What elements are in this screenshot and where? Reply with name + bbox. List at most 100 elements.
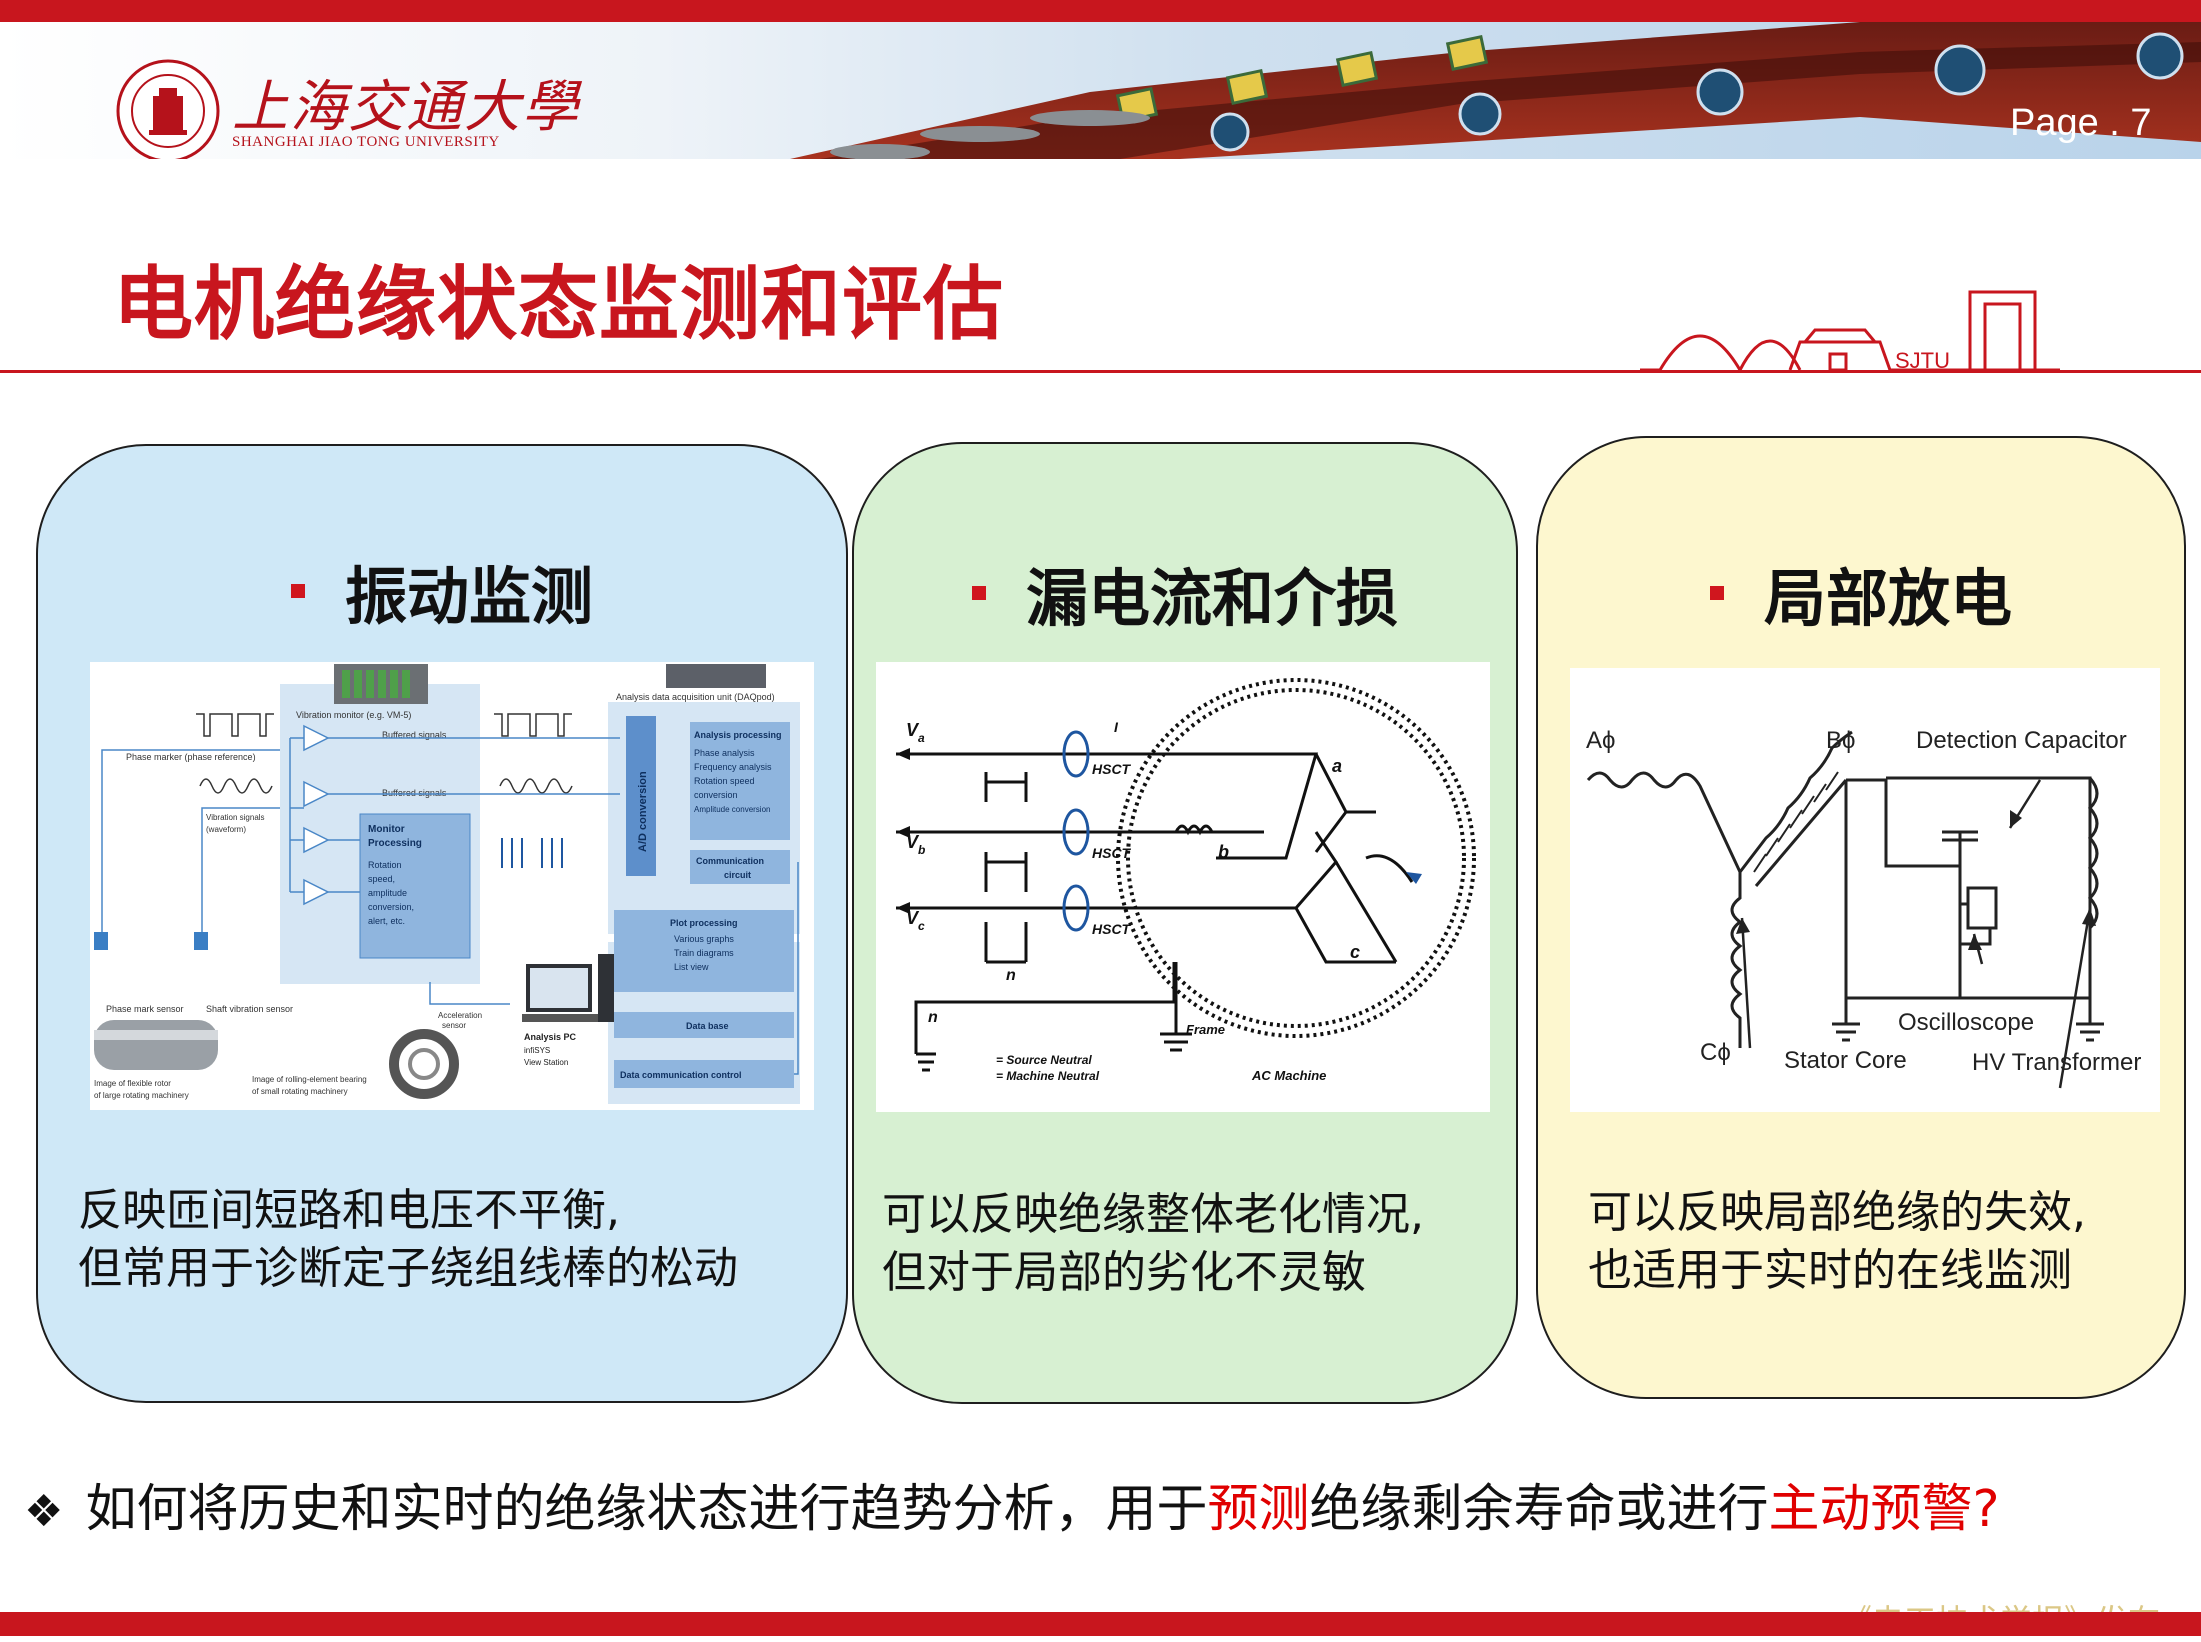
panel-description: 可以反映绝缘整体老化情况, 但对于局部的劣化不灵敏	[882, 1186, 1424, 1302]
label-conversion: conversion,	[368, 902, 414, 912]
label-hsct-c: HSCT	[1092, 921, 1132, 937]
slide-title: 电机绝缘状态监测和评估	[113, 258, 1004, 351]
question-text-1: 如何将历史和实时的绝缘状态进行趋势分析，用于	[85, 1480, 1208, 1539]
label-frame: Frame	[1186, 1022, 1225, 1037]
label-buffered-signals-2: Buffered signals	[382, 788, 447, 798]
label-communication: Communication	[696, 856, 764, 866]
diamond-bullet-icon: ❖	[24, 1486, 64, 1537]
label-various-graphs: Various graphs	[674, 934, 734, 944]
question-text-2: 绝缘剩余寿命或进行	[1309, 1480, 1769, 1539]
label-phase-analysis: Phase analysis	[694, 748, 755, 758]
leakage-current-diagram: V a V b V c HSCT HSCT HSCT I a b c n n F…	[876, 662, 1490, 1112]
label-ac-machine: AC Machine	[1251, 1068, 1326, 1083]
partial-discharge-diagram: Aϕ Bϕ Cϕ Detection Capacitor Oscilloscop…	[1570, 668, 2160, 1112]
label-processing: Processing	[368, 838, 422, 849]
panel-heading-text: 漏电流和介损	[1025, 562, 1398, 635]
university-name-cn: 上海交通大學	[232, 75, 580, 140]
label-vc-sub: c	[918, 919, 925, 933]
panel-heading-text: 振动监测	[344, 560, 593, 633]
label-source-neutral: = Source Neutral	[996, 1053, 1092, 1067]
label-vibration-signals: Vibration signals	[206, 813, 265, 822]
panel-heading-text: 局部放电	[1763, 562, 2012, 635]
key-question: ❖ 如何将历史和实时的绝缘状态进行趋势分析，用于预测绝缘剩余寿命或进行主动预警?	[24, 1467, 2000, 1541]
panel-description-line2: 也适用于实时的在线监测	[1588, 1245, 2072, 1296]
label-va-sub: a	[918, 731, 925, 745]
label-daq: Analysis data acquisition unit (DAQpod)	[616, 692, 775, 702]
label-vb: V	[906, 832, 920, 852]
label-b-phi: Bϕ	[1826, 727, 1855, 754]
panel-description-line1: 可以反映局部绝缘的失效,	[1588, 1187, 2086, 1238]
label-bearing-2: of small rotating machinery	[252, 1087, 348, 1096]
label-buffered-signals-1: Buffered signals	[382, 730, 447, 740]
panel-heading: 局部放电	[1538, 548, 2184, 638]
panel-description-line1: 可以反映绝缘整体老化情况,	[882, 1189, 1424, 1240]
label-phase-marker: Phase marker (phase reference)	[126, 752, 256, 762]
label-rotor-2: of large rotating machinery	[94, 1091, 189, 1100]
label-speed: speed,	[368, 874, 395, 884]
bullet-square-icon	[290, 583, 305, 598]
label-database: Data base	[686, 1021, 729, 1031]
page-number: Page . 7	[2010, 102, 2152, 144]
title-divider	[0, 370, 2201, 373]
label-c-phi: Cϕ	[1700, 1039, 1731, 1066]
label-rotation-speed: Rotation speed	[694, 776, 755, 786]
label-hsct-b: HSCT	[1092, 845, 1132, 861]
label-detection-capacitor: Detection Capacitor	[1916, 727, 2127, 754]
label-circuit: circuit	[724, 870, 751, 880]
label-current: I	[1114, 719, 1119, 735]
sjtu-skyline-logo: SJTU	[1640, 290, 2060, 374]
label-phase-mark-sensor: Phase mark sensor	[106, 1004, 184, 1014]
top-red-bar	[0, 0, 2201, 22]
panel-vibration-monitoring: 振动监测 Vibration monitor (e.g. VM-5) Analy…	[36, 444, 848, 1403]
bullet-square-icon	[1709, 585, 1724, 600]
question-mark: ?	[1972, 1480, 2000, 1539]
label-sensor: sensor	[442, 1021, 466, 1030]
label-amplitude-conversion: Amplitude conversion	[694, 805, 770, 814]
label-stator-core: Stator Core	[1784, 1047, 1907, 1074]
university-seal-logo	[116, 59, 220, 159]
label-monitor: Monitor	[368, 824, 405, 835]
university-name-en: SHANGHAI JIAO TONG UNIVERSITY	[232, 134, 500, 150]
header-banner: 上海交通大學 SHANGHAI JIAO TONG UNIVERSITY Pag…	[0, 22, 2201, 159]
label-acceleration: Acceleration	[438, 1011, 482, 1020]
roof-eaves-image	[790, 22, 2201, 159]
label-alert: alert, etc.	[368, 916, 405, 926]
pd-diagram-svg: Aϕ Bϕ Cϕ Detection Capacitor Oscilloscop…	[1570, 668, 2160, 1112]
label-train-diagrams: Train diagrams	[674, 948, 734, 958]
label-shaft-vibration-sensor: Shaft vibration sensor	[206, 1004, 293, 1014]
label-list-view: List view	[674, 962, 709, 972]
footer-red-bar	[0, 1612, 2201, 1636]
label-rotation: Rotation	[368, 860, 402, 870]
label-ad-conversion: A/D conversion	[637, 771, 649, 852]
label-waveform: (waveform)	[206, 825, 246, 834]
panel-heading: 漏电流和介损	[854, 548, 1516, 638]
label-hv-transformer: HV Transformer	[1972, 1049, 2141, 1076]
leakage-diagram-svg: V a V b V c HSCT HSCT HSCT I a b c n n F…	[876, 662, 1490, 1112]
label-machine-neutral: = Machine Neutral	[996, 1069, 1100, 1083]
label-vibration-monitor: Vibration monitor (e.g. VM-5)	[296, 710, 411, 720]
label-analysis-pc: Analysis PC	[524, 1032, 577, 1042]
panel-partial-discharge: 局部放电	[1536, 436, 2186, 1399]
label-node-c: c	[1350, 942, 1360, 962]
skyline-text: SJTU	[1895, 348, 1950, 373]
panel-description: 反映匝间短路和电压不平衡, 但常用于诊断定子绕组线棒的松动	[78, 1182, 738, 1298]
panel-leakage-current: 漏电流和介损	[852, 442, 1518, 1404]
bullet-square-icon	[971, 585, 986, 600]
label-hsct-a: HSCT	[1092, 761, 1132, 777]
label-vb-sub: b	[918, 843, 925, 857]
label-conversion-2: conversion	[694, 790, 738, 800]
label-frequency-analysis: Frequency analysis	[694, 762, 772, 772]
label-analysis-processing: Analysis processing	[694, 730, 782, 740]
question-highlight-predict: 预测	[1207, 1480, 1310, 1539]
vibration-system-diagram: Vibration monitor (e.g. VM-5) Analysis d…	[90, 662, 814, 1110]
panel-description-line2: 但对于局部的劣化不灵敏	[882, 1247, 1366, 1298]
panel-description-line1: 反映匝间短路和电压不平衡,	[78, 1185, 620, 1236]
label-amplitude: amplitude	[368, 888, 407, 898]
label-data-communication: Data communication control	[620, 1070, 742, 1080]
label-view-station: View Station	[524, 1058, 568, 1067]
label-rotor-1: Image of flexible rotor	[94, 1079, 171, 1088]
panel-description-line2: 但常用于诊断定子绕组线棒的松动	[78, 1243, 738, 1294]
question-highlight-warning: 主动预警	[1768, 1480, 1973, 1539]
label-vc: V	[906, 908, 920, 928]
label-node-b: b	[1218, 842, 1229, 862]
